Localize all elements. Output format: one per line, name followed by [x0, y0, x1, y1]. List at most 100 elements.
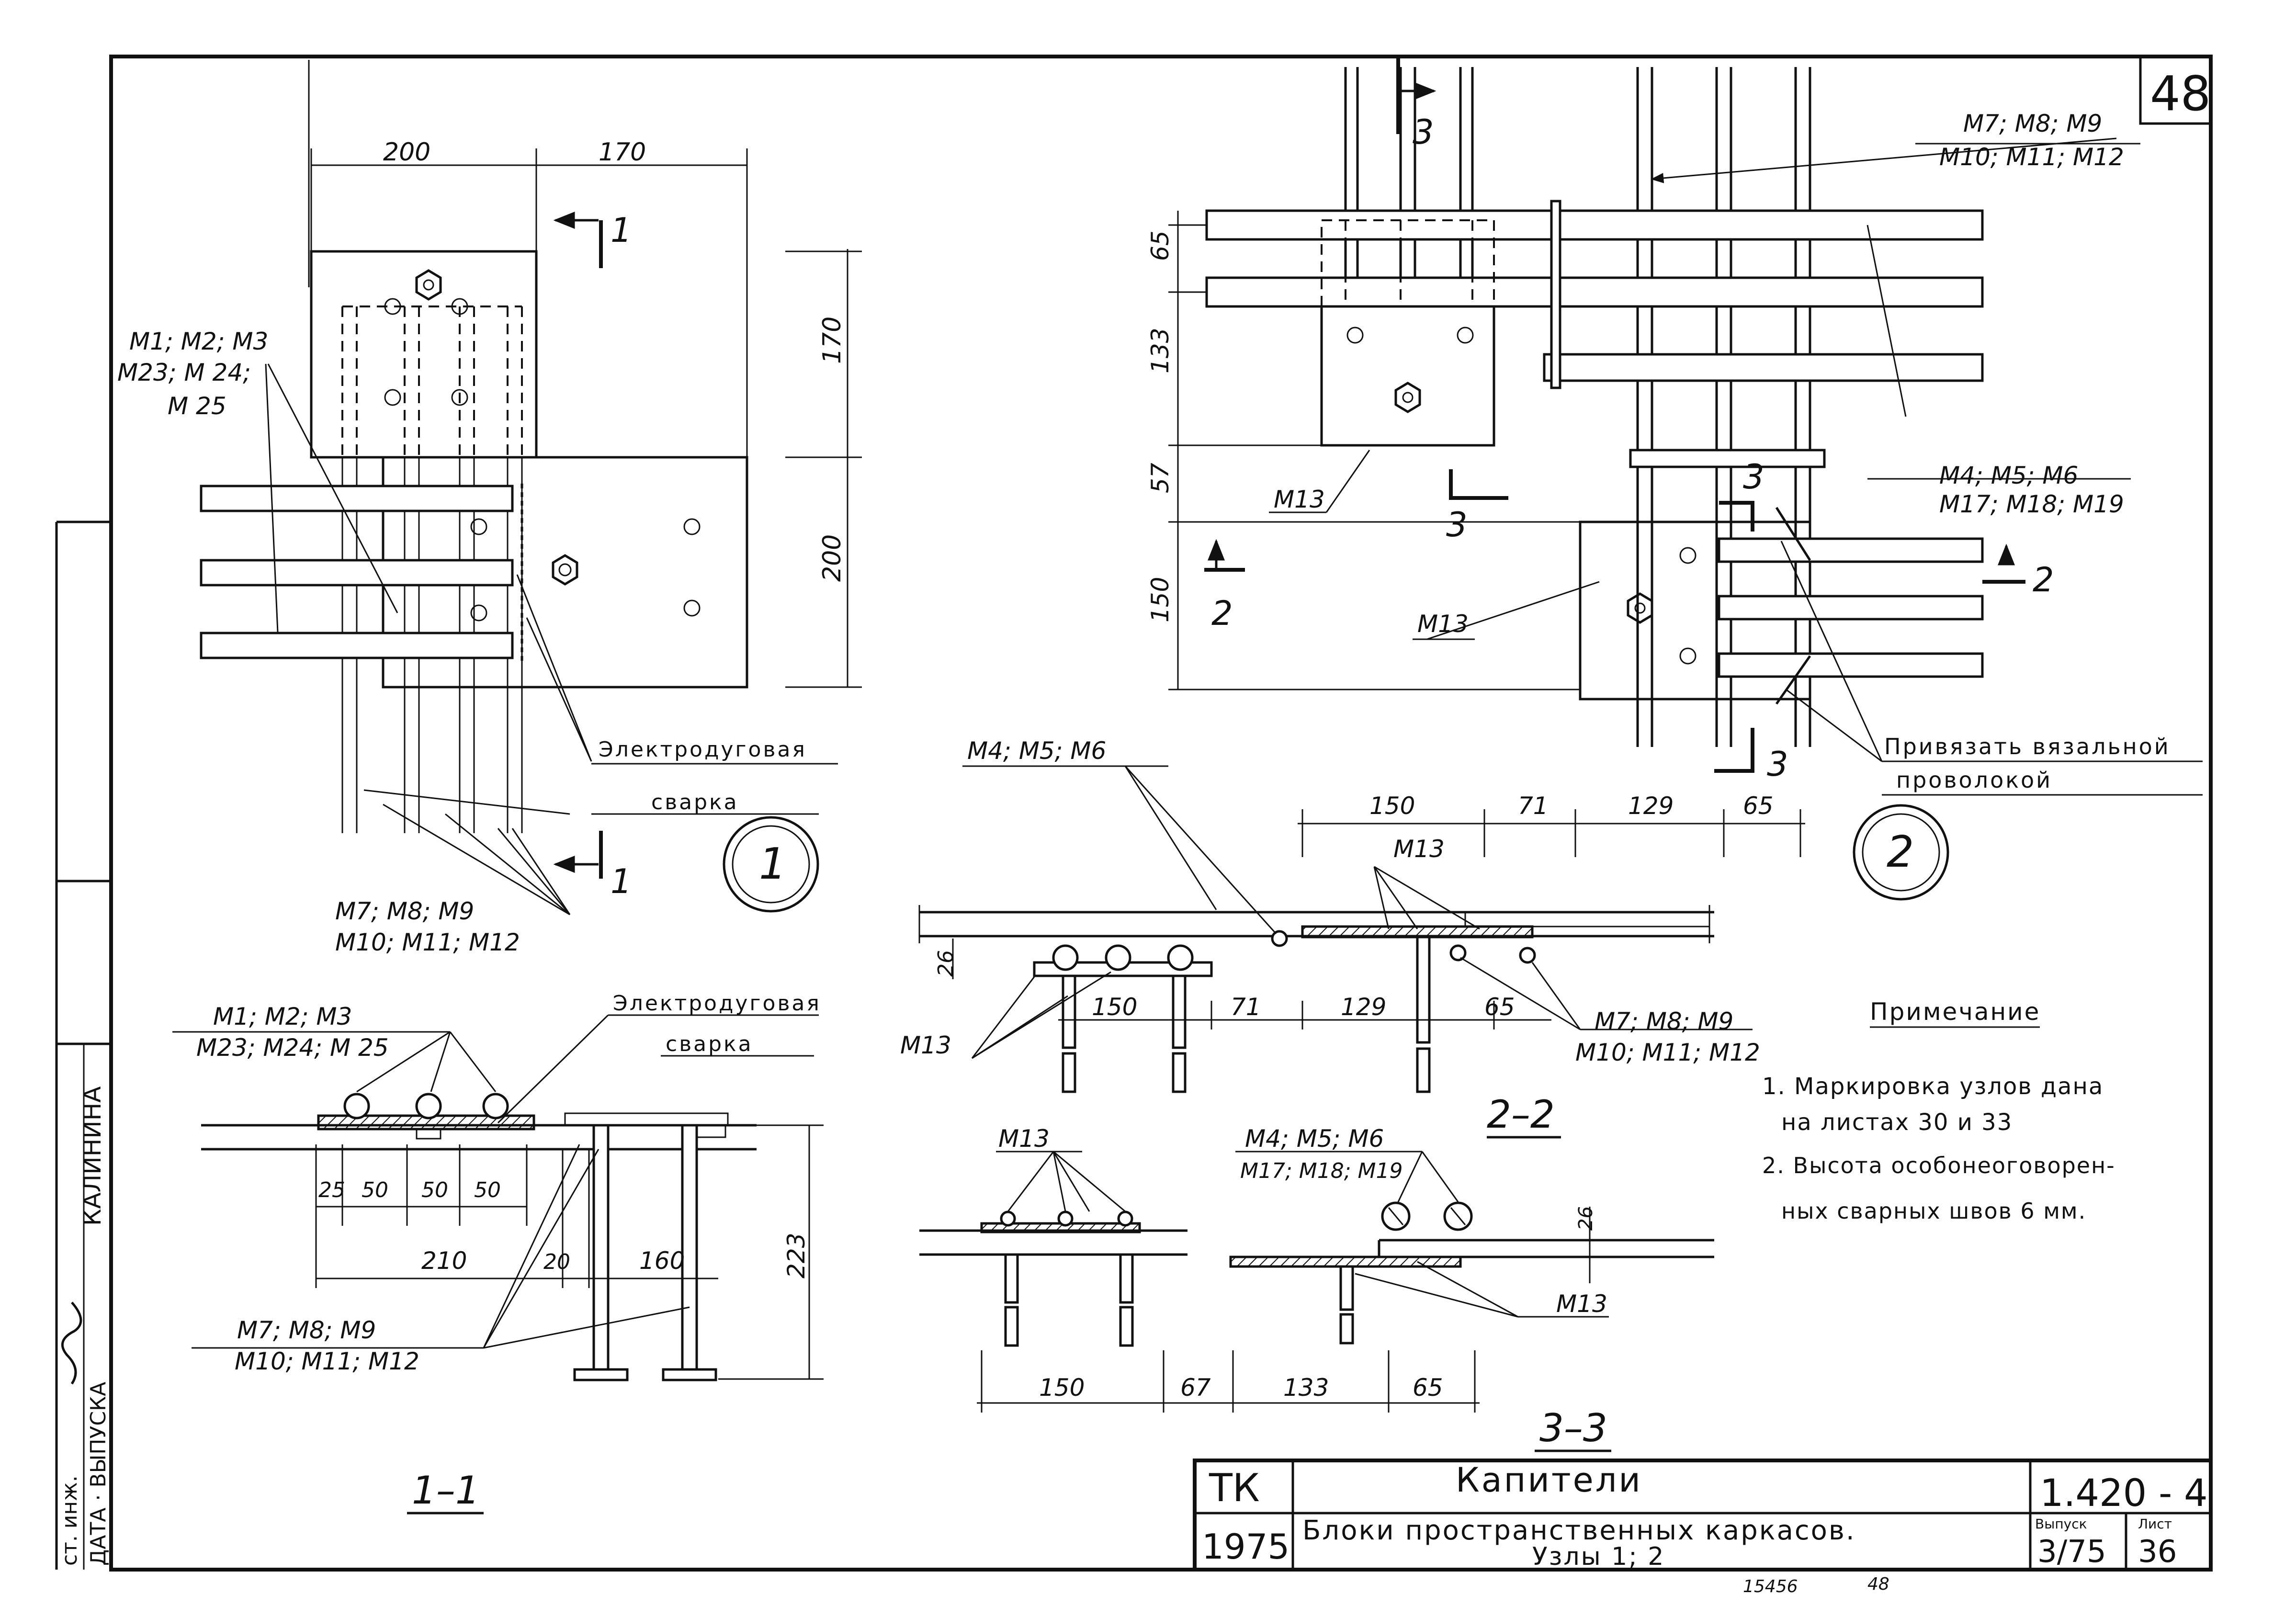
s33-dim-150: 150: [1039, 1374, 1085, 1402]
s33-dim-26: 26: [1575, 1206, 1597, 1231]
s22-dim-top-129: 129: [1628, 792, 1674, 820]
title-block: [1193, 1459, 2213, 1572]
tb-sheet: 36: [2138, 1534, 2177, 1570]
s22-dim-26: 26: [934, 950, 958, 977]
node1-plan: [200, 148, 862, 916]
node1-dim-170: 170: [599, 138, 646, 167]
section-2-2-labels: М4; М5; М6 М13 150 71 129 65 26 150 71 1…: [900, 737, 1774, 1139]
sheet-number: 48: [2150, 66, 2211, 122]
left-name: КАЛИНИНА: [79, 1086, 106, 1226]
node1-dim-right-200: 200: [818, 534, 847, 582]
s33-dim-65: 65: [1413, 1374, 1443, 1402]
s11-dim-50a: 50: [362, 1178, 388, 1202]
s11-dim-50b: 50: [421, 1178, 448, 1202]
s22-dim-top-150: 150: [1369, 792, 1415, 820]
s22-dim-top-71: 71: [1518, 792, 1549, 820]
node2-section-3-mid: 3: [1446, 505, 1468, 544]
corner-mark-2: 48: [1867, 1574, 1889, 1594]
notes-item-3: 2. Высота особонеоговорен-: [1762, 1153, 2115, 1178]
tb-issue-label: Выпуск: [2035, 1516, 2087, 1532]
tb-sheet-label: Лист: [2138, 1516, 2172, 1532]
s33-leader-plate: М13: [1556, 1290, 1607, 1318]
node1-dim-200: 200: [383, 138, 430, 167]
notes: Примечание 1. Маркировка узлов дана на л…: [1762, 998, 2115, 1224]
node2-tie-label-2: проволокой: [1896, 767, 2052, 793]
s11-dim-223: 223: [782, 1233, 810, 1278]
node2-section-2-right: 2: [2033, 560, 2054, 599]
node1-leader-posts-1: М7; М8; М9: [335, 897, 474, 925]
left-strip: ст. инж. ДАТА · ВЫПУСКА КАЛИНИНА: [57, 1086, 111, 1566]
s33-title: 3–3: [1539, 1406, 1607, 1450]
s22-dim-mid-150: 150: [1092, 993, 1137, 1021]
signature: [61, 1301, 82, 1385]
s22-leader-left: М13: [900, 1031, 951, 1059]
s11-dim-20: 20: [543, 1250, 570, 1274]
node2-leader-top-1: М7; М8; М9: [1963, 110, 2102, 137]
node2-plate-lower: М13: [1417, 610, 1469, 638]
s33-dim-67: 67: [1180, 1374, 1211, 1402]
s22-dim-top-65: 65: [1743, 792, 1774, 820]
tb-title: Капители: [1456, 1460, 1642, 1500]
node1-leader-bars-3: М 25: [168, 392, 226, 420]
notes-item-2: на листах 30 и 33: [1781, 1109, 2013, 1136]
node2-section-3-bottom: 3: [1767, 745, 1788, 784]
s22-dim-mid-129: 129: [1341, 993, 1386, 1021]
s33-dim-133: 133: [1283, 1374, 1329, 1402]
node2-labels: М7; М8; М9 М10; М11; М12 М4; М5; М6 М17;…: [1146, 110, 2169, 877]
section-3-3-labels: М13 М4; М5; М6 М17; М18; М19 26 М13 150 …: [998, 1125, 1611, 1452]
left-date-label: ДАТА · ВЫПУСКА: [86, 1382, 111, 1566]
tb-code: 1.420 - 4: [2040, 1472, 2208, 1515]
s11-dim-210: 210: [421, 1247, 467, 1275]
node2-dim-150: 150: [1146, 577, 1174, 622]
s11-leader-posts-2: М10; М11; М12: [235, 1347, 419, 1375]
node1-dim-right-170: 170: [818, 317, 847, 364]
s11-dim-25: 25: [318, 1178, 345, 1202]
node2-plan: [308, 57, 2203, 901]
s11-leader-bars-1: М1; М2; М3: [213, 1003, 352, 1030]
s11-dim-50c: 50: [474, 1178, 501, 1202]
node1-number: 1: [759, 839, 786, 889]
section-2-2: [918, 765, 1805, 1093]
s22-dim-mid-71: 71: [1231, 993, 1261, 1021]
s11-weld-label-1: Электродуговая: [613, 991, 821, 1016]
s22-dim-mid-65: 65: [1484, 993, 1515, 1021]
s22-leader-right-2: М10; М11; М12: [1575, 1039, 1760, 1066]
node1-weld-label-1: Электродуговая: [599, 737, 807, 762]
node2-leader-right-2: М17; М18; М19: [1939, 490, 2124, 518]
sheet-frame: [55, 55, 2213, 1572]
node1-section-mark-bottom: 1: [611, 862, 632, 901]
node1-weld-label-2: сварка: [651, 790, 739, 814]
node1-leader-posts-2: М10; М11; М12: [335, 928, 520, 956]
section-1-1-labels: М1; М2; М3 М23; М24; М 25 Электродуговая…: [196, 991, 821, 1515]
node2-leader-right-1: М4; М5; М6: [1939, 462, 2078, 489]
s11-weld-label-2: сварка: [666, 1032, 753, 1056]
s11-dim-160: 160: [639, 1247, 685, 1275]
tb-subtitle2: Узлы 1; 2: [1532, 1542, 1665, 1571]
s11-leader-posts-1: М7; М8; М9: [237, 1316, 376, 1344]
node2-plate-upper: М13: [1274, 486, 1325, 513]
node2-dim-57: 57: [1146, 463, 1174, 493]
s22-leader-right-1: М7; М8; М9: [1595, 1007, 1733, 1035]
node1-leader-bars-1: М1; М2; М3: [129, 328, 268, 355]
section-1-1: [172, 1014, 824, 1381]
corner-mark-1: 15456: [1743, 1577, 1798, 1596]
s22-leader-plate: М13: [1393, 835, 1445, 863]
node2-number: 2: [1887, 827, 1914, 877]
notes-heading: Примечание: [1870, 998, 2040, 1026]
s33-leader-left: М13: [998, 1125, 1050, 1153]
node2-dim-65: 65: [1146, 230, 1174, 261]
s22-title: 2–2: [1487, 1092, 1555, 1137]
node2-section-3-right: 3: [1743, 457, 1764, 497]
s22-leader-top: М4; М5; М6: [967, 737, 1106, 765]
tb-issue: 3/75: [2037, 1534, 2106, 1570]
node1-section-mark-top: 1: [611, 211, 632, 250]
node2-section-3-top: 3: [1413, 113, 1434, 152]
left-eng-label: ст. инж.: [57, 1475, 82, 1566]
notes-item-1: 1. Маркировка узлов дана: [1762, 1073, 2104, 1100]
section-3-3: [919, 1151, 1714, 1413]
node2-section-2-left: 2: [1211, 594, 1233, 633]
node2-leader-top-2: М10; М11; М12: [1939, 143, 2124, 171]
s33-leader-bars-2: М17; М18; М19: [1240, 1159, 1402, 1183]
s33-leader-bars-1: М4; М5; М6: [1245, 1125, 1384, 1153]
